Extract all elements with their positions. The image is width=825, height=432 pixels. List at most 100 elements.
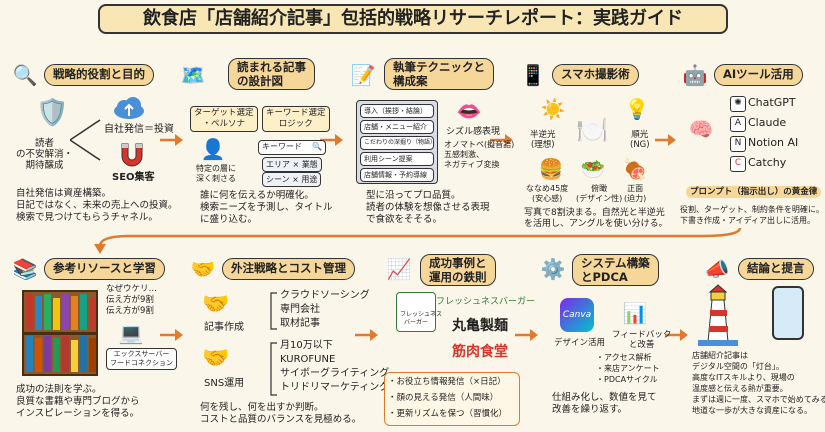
s8-rule-2: ・顔の見える発信（人間味） — [388, 393, 499, 403]
smartphone-icon: 📱 — [520, 63, 546, 87]
magnet-icon — [121, 143, 143, 167]
keyword-search-label: キーワード — [262, 142, 302, 151]
s1-description: 自社発信は資産構築。 日記ではなく、未来の売上への投資。 検索で見つけてもらうチ… — [16, 188, 178, 223]
s9-feedback: フィードバック と改善 — [612, 330, 672, 350]
s9-description: 仕組み化し、数値を見て 改善を繰り返す。 — [552, 392, 657, 415]
s6-book-label: エックスサーバー フードコネクション — [106, 348, 177, 370]
s4-frontlight: 順光 (NG) — [630, 130, 650, 150]
blueprint-icon: 🗺️ — [180, 63, 206, 87]
s1-branch-top: 自社発信＝投資 — [104, 124, 174, 135]
section10-header: 結論と提言 — [738, 258, 814, 280]
s4-description: 写真で8割決まる。自然光と半逆光 を活用し、アングルを使い分ける。 — [524, 208, 668, 229]
bookshelf — [22, 290, 98, 376]
s7-writing-item-1: クラウドソーシング — [280, 290, 370, 301]
s10-description: 店舗紹介記事は デジタル空間の「灯台」。 高度なITスキルより、現場の 温度感と… — [692, 351, 825, 415]
section7-header: 外注戦略とコスト管理 — [222, 258, 355, 280]
s1-left-note: 読者 の不安解消・ 期待醸成 — [16, 138, 74, 171]
chatgpt-icon: ✺ — [730, 96, 746, 112]
section1-header: 戦略的役割と目的 — [44, 64, 154, 86]
s3-sizzle-words: オノマトペ(擬音語) 五感刺激、 ネガティブ変換 — [444, 140, 515, 169]
s6-description: 成功の法則を学ぶ。 良質な書籍や専門ブログから インスピレーションを得る。 — [16, 384, 140, 419]
s7-bracket-top — [270, 292, 277, 330]
claude-icon: A — [730, 116, 746, 132]
bar-chart-icon: 📊 — [622, 301, 648, 325]
s8-rules-box — [384, 372, 520, 426]
page-title: 飲食店「店舗紹介記事」包括的戦略リサーチレポート：実践ガイド — [98, 4, 728, 34]
handshake-icon: 🤝 — [190, 257, 216, 281]
s9-list: ・アクセス解析 ・来店アンケート ・PDCAサイクル — [596, 353, 660, 384]
s8-rule-1: ・お役立ち情報発信（×日記） — [388, 377, 506, 387]
s3-structure-panel: 導入（挨拶・結論） 店舗・メニュー紹介 こだわりの深掘り（物語） 利用シーン提案… — [356, 100, 438, 184]
s8-brand-marugame: 丸亀製麺 — [452, 318, 508, 334]
s7-description: 何を残し、何を出すか判断。 コストと品質のバランスを見極める。 — [200, 402, 362, 425]
lightbulb-icon: 💡 — [624, 97, 650, 121]
section6-header: 参考リソースと学習 — [44, 258, 165, 280]
s2-description: 誰に何を伝えるか明確化。 検索ニーズを予測し、タイトル に盛り込む。 — [200, 190, 333, 225]
keyword-search-input[interactable]: キーワード 🔍 — [258, 140, 326, 155]
s5-description: 役割、ターゲット、制約条件を明確に。 下書き作成・アイディア出しに活用。 — [680, 205, 824, 225]
s2-box-target: ターゲット選定 ・ペルソナ — [190, 106, 258, 132]
s4-angle-top: 俯瞰 (デザイン性) — [576, 184, 623, 203]
s3-step-4: 利用シーン提案 — [360, 152, 434, 166]
sun-icon: ☀️ — [540, 97, 566, 121]
s2-box-keyword: キーワード選定 ロジック — [262, 106, 330, 132]
canva-logo: Canva — [560, 298, 594, 332]
s7-writing-label: 記事作成 — [204, 322, 244, 333]
cloud-upload-icon — [114, 97, 144, 119]
s3-step-3: こだわりの深掘り（物語） — [360, 136, 436, 150]
search-icon: 🔍 — [312, 142, 322, 151]
magnifier-icon: 🔍 — [12, 63, 38, 87]
s9-canva-label: デザイン活用 — [554, 338, 606, 348]
sns-handshake-icon: 🤝 — [202, 346, 230, 371]
books-icon: 📚 — [12, 257, 38, 281]
notion-icon: N — [730, 136, 746, 152]
s4-angle-front: 正面 (迫力) — [624, 184, 647, 203]
s5-prompt-label: プロンプト（指示出し）の黄金律 — [686, 186, 822, 198]
laptop-icon: 💻 — [118, 321, 144, 345]
ai-tool-notion: Notion AI — [748, 136, 799, 149]
pen-paper-icon: 📝 — [350, 63, 376, 87]
s3-description: 型に沿ってプロ品質。 読者の体験を想像させる表現 で食欲をそそる。 — [366, 190, 490, 225]
s4-angle-45: ななめ45度 (安心感) — [526, 184, 569, 203]
section3-header: 執筆テクニックと 構成案 — [384, 58, 494, 90]
s2-keyword-scene: シーン × 用途 — [262, 172, 322, 187]
ai-tool-chatgpt: ChatGPT — [748, 96, 796, 109]
gear-icon: ⚙️ — [540, 257, 566, 281]
s8-brand-freshness: フレッシュネスバーガー — [436, 297, 536, 307]
s3-sizzle: シズル感表現 — [446, 127, 501, 137]
section8-header: 成功事例と 運用の鉄則 — [420, 254, 496, 286]
s7-writing-item-3: 取材記事 — [280, 318, 320, 329]
angle-photo-3-icon: 🍖 — [622, 157, 648, 181]
s7-bracket-bottom — [270, 342, 277, 396]
steak-plate-icon: 🍽️ — [576, 116, 609, 146]
growth-chart-icon: 📈 — [386, 257, 412, 281]
lighthouse-icon — [698, 284, 738, 346]
section9-header: システム構築 とPDCA — [572, 254, 659, 286]
robot-icon: 🤖 — [682, 63, 708, 87]
section2-header: 読まれる記事 の設計図 — [228, 58, 315, 90]
megaphone-icon: 📣 — [704, 257, 730, 281]
ai-tool-catchy: Catchy — [748, 156, 787, 169]
s7-sns-item-4: トリドリマーケティング — [280, 382, 390, 393]
s1-branch-bottom: SEO集客 — [112, 172, 155, 183]
brain-icon: 🧠 — [688, 117, 714, 141]
s8-rule-3: ・更新リズムを保つ（習慣化） — [388, 409, 508, 419]
s7-writing-item-2: 専門会社 — [280, 304, 320, 315]
person-icon: 👤 — [200, 137, 226, 161]
s2-keyword-area: エリア × 業態 — [262, 157, 322, 172]
s6-speech-bubble: なぜウケリ… 伝え方が9割 伝え方が9割 — [106, 284, 158, 316]
shield-check-icon: 🛡️ — [36, 98, 69, 128]
s7-sns-item-3: サイボーグライティング — [280, 368, 390, 379]
catchy-icon: C — [730, 156, 746, 172]
section4-header: スマホ撮影術 — [552, 64, 639, 86]
writing-handshake-icon: 🤝 — [202, 292, 230, 317]
lips-icon: 👄 — [456, 99, 482, 123]
s1-branch-lines — [70, 119, 101, 161]
arrow-wrap — [98, 227, 742, 247]
s3-step-5: 店舗情報・予約導線 — [360, 168, 434, 182]
s3-step-2: 店舗・メニュー紹介 — [360, 120, 434, 134]
s3-step-1: 導入（挨拶・結論） — [360, 104, 434, 118]
section5-header: AIツール活用 — [714, 64, 803, 86]
canva-text: Canva — [562, 310, 592, 320]
